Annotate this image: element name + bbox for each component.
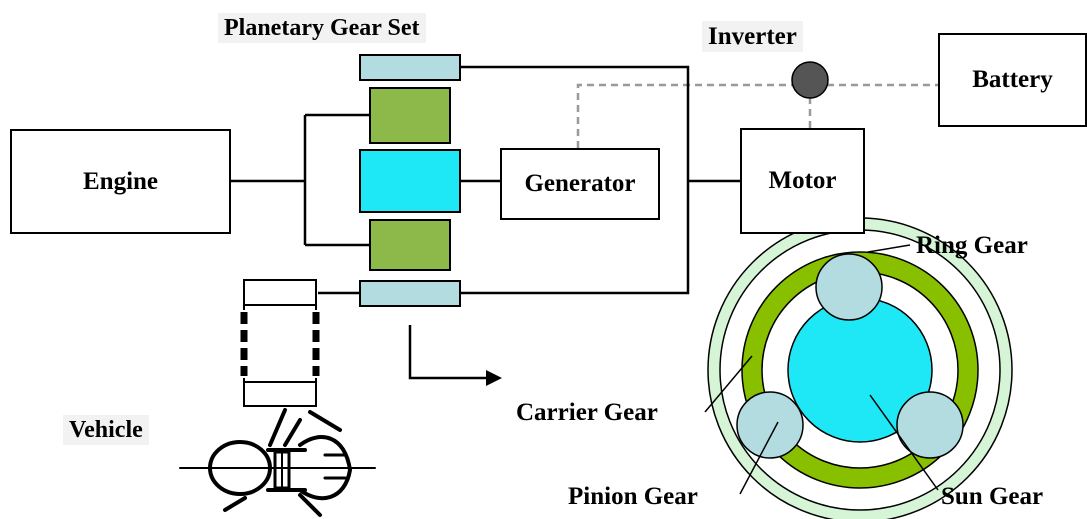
battery-box: Battery [938,33,1087,127]
pinion-gear-bottom-block [369,219,451,271]
battery-label: Battery [972,66,1053,93]
motor-label: Motor [768,167,837,194]
vehicle-label: Vehicle [63,415,149,445]
electrical-wires [576,83,940,148]
pinion-gear-top-block [369,87,451,144]
ring-gear-top-block [359,54,461,81]
zoom-arrow [408,325,502,386]
pinion-gear-top [815,253,883,321]
arrow-head-icon [486,370,502,386]
differential-icon [179,408,376,517]
ring-gear-bottom-block [359,280,461,307]
carrier-gear-label: Carrier Gear [516,399,658,426]
pinion-gear-right [896,391,964,459]
pinion-gear-left [736,391,804,459]
inverter-node-icon [791,61,829,99]
motor-box: Motor [740,128,865,234]
ring-gear-label: Ring Gear [916,232,1028,259]
generator-label: Generator [524,170,636,197]
planetary-gear-set-label: Planetary Gear Set [218,13,426,43]
generator-inverter-wire [576,83,805,148]
pinion-gear-label: Pinion Gear [568,483,698,510]
vehicle-icon [240,279,320,407]
planetary-gear-cross-section [707,217,1013,519]
inverter-label: Inverter [702,21,803,52]
generator-box: Generator [500,148,660,220]
sun-gear-block [359,149,461,213]
sun-gear-label: Sun Gear [941,483,1044,510]
mechanical-shafts [231,65,740,295]
engine-box: Engine [10,129,231,234]
leader-lines [704,244,939,495]
engine-label: Engine [82,167,159,195]
